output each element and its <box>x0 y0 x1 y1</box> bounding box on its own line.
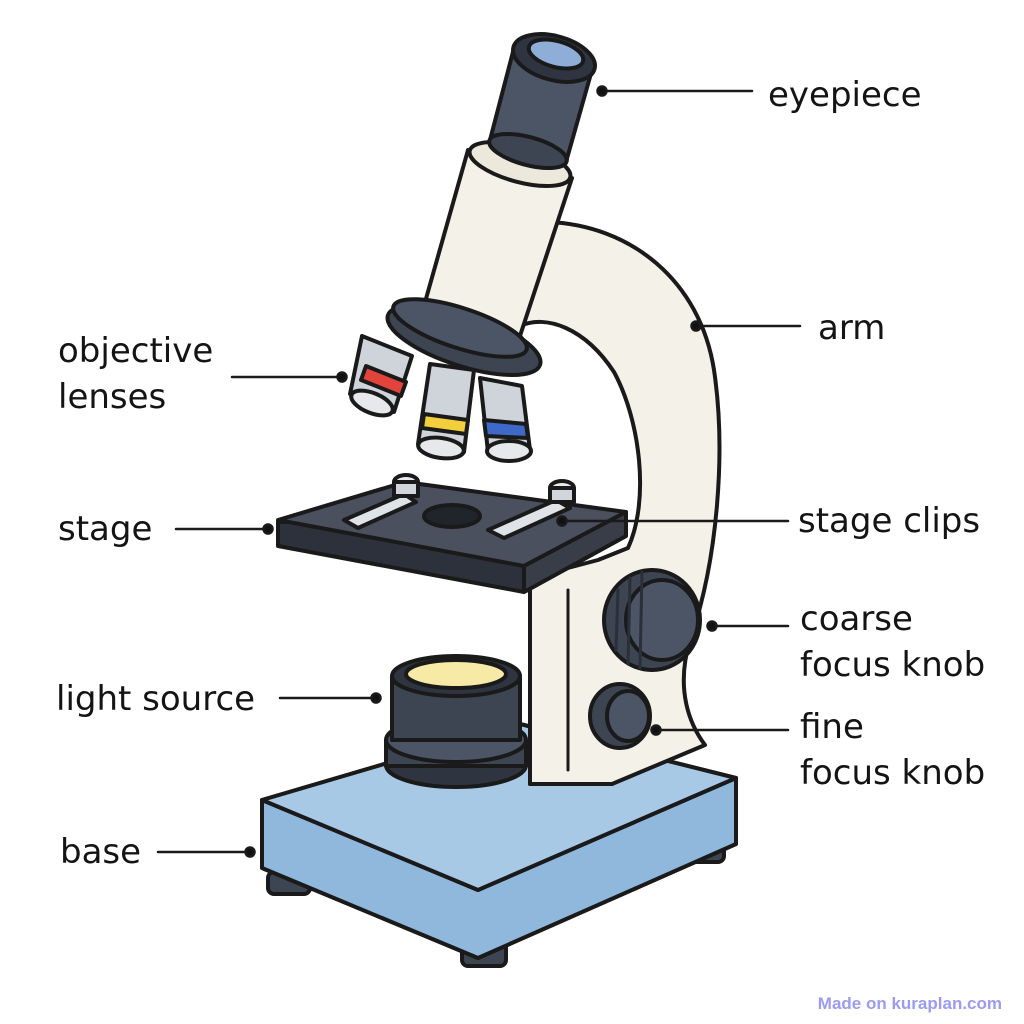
nosepiece <box>385 297 543 377</box>
stage <box>276 480 628 594</box>
watermark: Made on kuraplan.com <box>817 994 1002 1013</box>
label-eyepiece: eyepiece <box>768 75 922 115</box>
light-source <box>384 654 528 789</box>
label-light-source: light source <box>56 679 256 719</box>
label-objective-lenses: objective lenses <box>58 331 214 417</box>
label-fine-focus-knob: fine focus knob <box>800 707 986 793</box>
objective-lens-red <box>348 334 414 418</box>
objective-lenses <box>348 334 533 463</box>
label-stage: stage <box>58 509 153 549</box>
label-coarse-focus-knob: coarse focus knob <box>800 599 986 685</box>
label-stage-clips: stage clips <box>798 501 981 541</box>
stage-clips <box>342 473 576 540</box>
fine-focus-knob <box>588 682 652 750</box>
label-base: base <box>60 832 142 872</box>
coarse-focus-knob <box>602 568 702 672</box>
label-arm: arm <box>818 308 886 348</box>
objective-lens-yellow <box>416 362 476 461</box>
objective-lens-blue <box>478 376 533 463</box>
leader-lines <box>156 85 802 858</box>
eyepiece <box>487 32 597 171</box>
